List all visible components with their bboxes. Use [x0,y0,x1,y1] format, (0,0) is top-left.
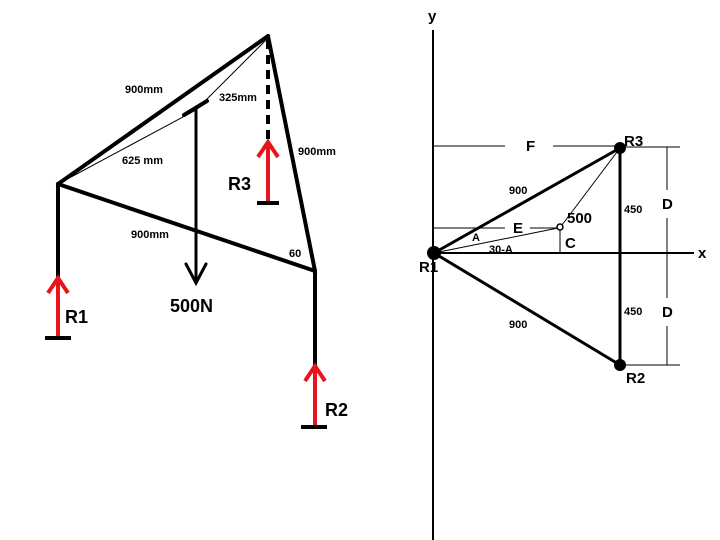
reaction-r3-arrow [256,138,280,205]
reaction-r1-arrow [45,274,71,340]
load-point [556,223,564,231]
label-f: F [526,138,535,155]
label-900-bottom-right: 900 [509,319,527,331]
thin-load-r3 [561,147,621,226]
label-d-top: D [662,196,673,213]
label-x-axis: x [698,245,707,262]
label-625: 625 mm [122,155,163,167]
label-c: C [565,235,576,252]
member-apex-r2 [266,34,317,273]
label-load-500n: 500N [170,296,213,316]
label-r2: R2 [325,400,348,420]
label-angle-60: 60 [289,248,301,260]
joint-r1 [427,246,441,260]
label-30-minus-a: 30-A [489,244,513,256]
thin-r1-load [433,227,559,254]
label-e: E [513,220,523,237]
label-900-right: 900mm [298,146,336,158]
label-r3-right: R3 [624,133,643,150]
label-900-top: 900mm [125,84,163,96]
label-r2-right: R2 [626,370,645,387]
label-r3: R3 [228,174,251,194]
label-900-bottom: 900mm [131,229,169,241]
reaction-r2-arrow [301,362,327,429]
member-r1-r2 [433,251,621,367]
joint-r2 [614,359,626,371]
label-325: 325mm [219,92,257,104]
load-arrow-head [184,262,208,287]
label-y-axis: y [428,8,437,25]
label-900-top-right: 900 [509,185,527,197]
label-r1: R1 [65,307,88,327]
label-load-500: 500 [567,210,592,227]
reactions-left [45,138,327,429]
load-marker [182,99,209,117]
right-geometry [432,30,694,540]
label-a: A [472,232,480,244]
member-r1-r2 [56,182,317,273]
joint-r3 [614,142,626,154]
label-450-bottom: 450 [624,306,642,318]
left-structure [56,34,317,368]
member-r1-r3 [433,146,621,255]
member-r1-apex [56,34,270,186]
label-450-top: 450 [624,204,642,216]
label-r1-right: R1 [419,259,438,276]
label-d-bottom: D [662,304,673,321]
